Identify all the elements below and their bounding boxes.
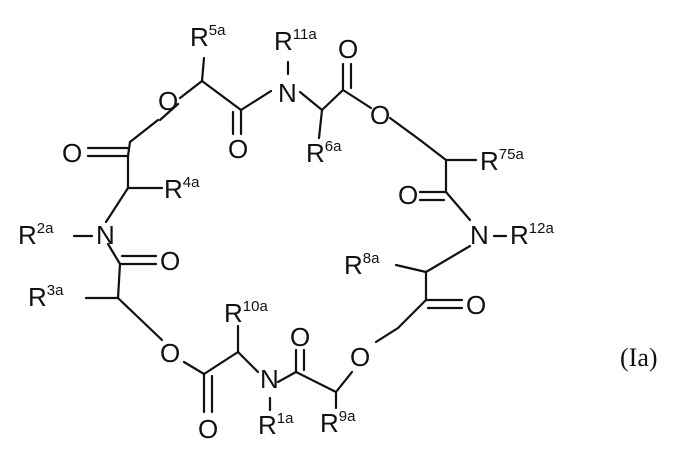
atom-o-ester-bottom-left: O: [160, 338, 180, 368]
substituent-r11a: R11a: [274, 26, 317, 56]
bond: [420, 140, 446, 160]
substituent-r10a: R10a: [224, 298, 268, 328]
atom-n-bottom: N: [260, 364, 279, 394]
bond: [396, 265, 426, 272]
substituent-r6a: R6a: [306, 138, 342, 168]
atom-o-carbonyl-left-lower: O: [160, 246, 180, 276]
substituent-r9a: R9a: [320, 408, 356, 438]
substituent-r8a: R8a: [344, 250, 380, 280]
bond: [241, 91, 271, 110]
bond: [118, 298, 162, 340]
bond: [322, 90, 343, 110]
bond: [184, 362, 204, 374]
atom-o-carbonyl-left: O: [62, 138, 82, 168]
bond: [238, 352, 258, 372]
bond: [130, 120, 158, 142]
substituent-r2a: R2a: [18, 220, 54, 250]
bond: [300, 92, 322, 110]
bond: [202, 58, 204, 81]
atom-o-ester-top-right: O: [370, 100, 390, 130]
bond: [446, 192, 470, 220]
bond: [278, 372, 296, 382]
atom-o-ester-top-left: O: [158, 86, 178, 116]
substituent-r75a: R75a: [480, 146, 524, 176]
bond: [180, 81, 202, 98]
atom-o-carbonyl-bottom-left: O: [198, 414, 218, 444]
bond: [319, 110, 322, 138]
atom-o-carbonyl-right-lower: O: [466, 290, 486, 320]
atom-n-right: N: [470, 220, 489, 250]
formula-label: (Ia): [620, 343, 658, 372]
bond: [398, 300, 426, 328]
bond: [390, 118, 420, 140]
bond: [426, 246, 470, 272]
bond: [118, 264, 120, 298]
bond: [336, 372, 352, 392]
bond: [106, 188, 128, 222]
bond: [296, 372, 336, 392]
bond: [343, 90, 371, 108]
atom-o-carbonyl-top-mid: O: [228, 134, 248, 164]
atom-n-left: N: [96, 220, 115, 250]
substituent-r3a: R3a: [28, 282, 64, 312]
bond: [128, 142, 130, 156]
substituent-r4a: R4a: [164, 174, 200, 204]
atom-labels: O N O O O O N O O N O O N O O O: [62, 34, 489, 444]
atom-o-carbonyl-right-upper: O: [398, 180, 418, 210]
atom-o-ester-bottom-right: O: [350, 342, 370, 372]
bond-lines: [74, 58, 506, 412]
substituent-r12a: R12a: [510, 220, 554, 250]
bond: [376, 328, 398, 342]
atom-n-top: N: [278, 78, 297, 108]
atom-o-carbonyl-top-right: O: [338, 34, 358, 64]
bond: [204, 352, 238, 374]
substituent-r1a: R1a: [258, 410, 294, 440]
substituent-r5a: R5a: [190, 22, 226, 52]
bond: [202, 81, 241, 110]
atom-o-carbonyl-bottom-right: O: [290, 322, 310, 352]
